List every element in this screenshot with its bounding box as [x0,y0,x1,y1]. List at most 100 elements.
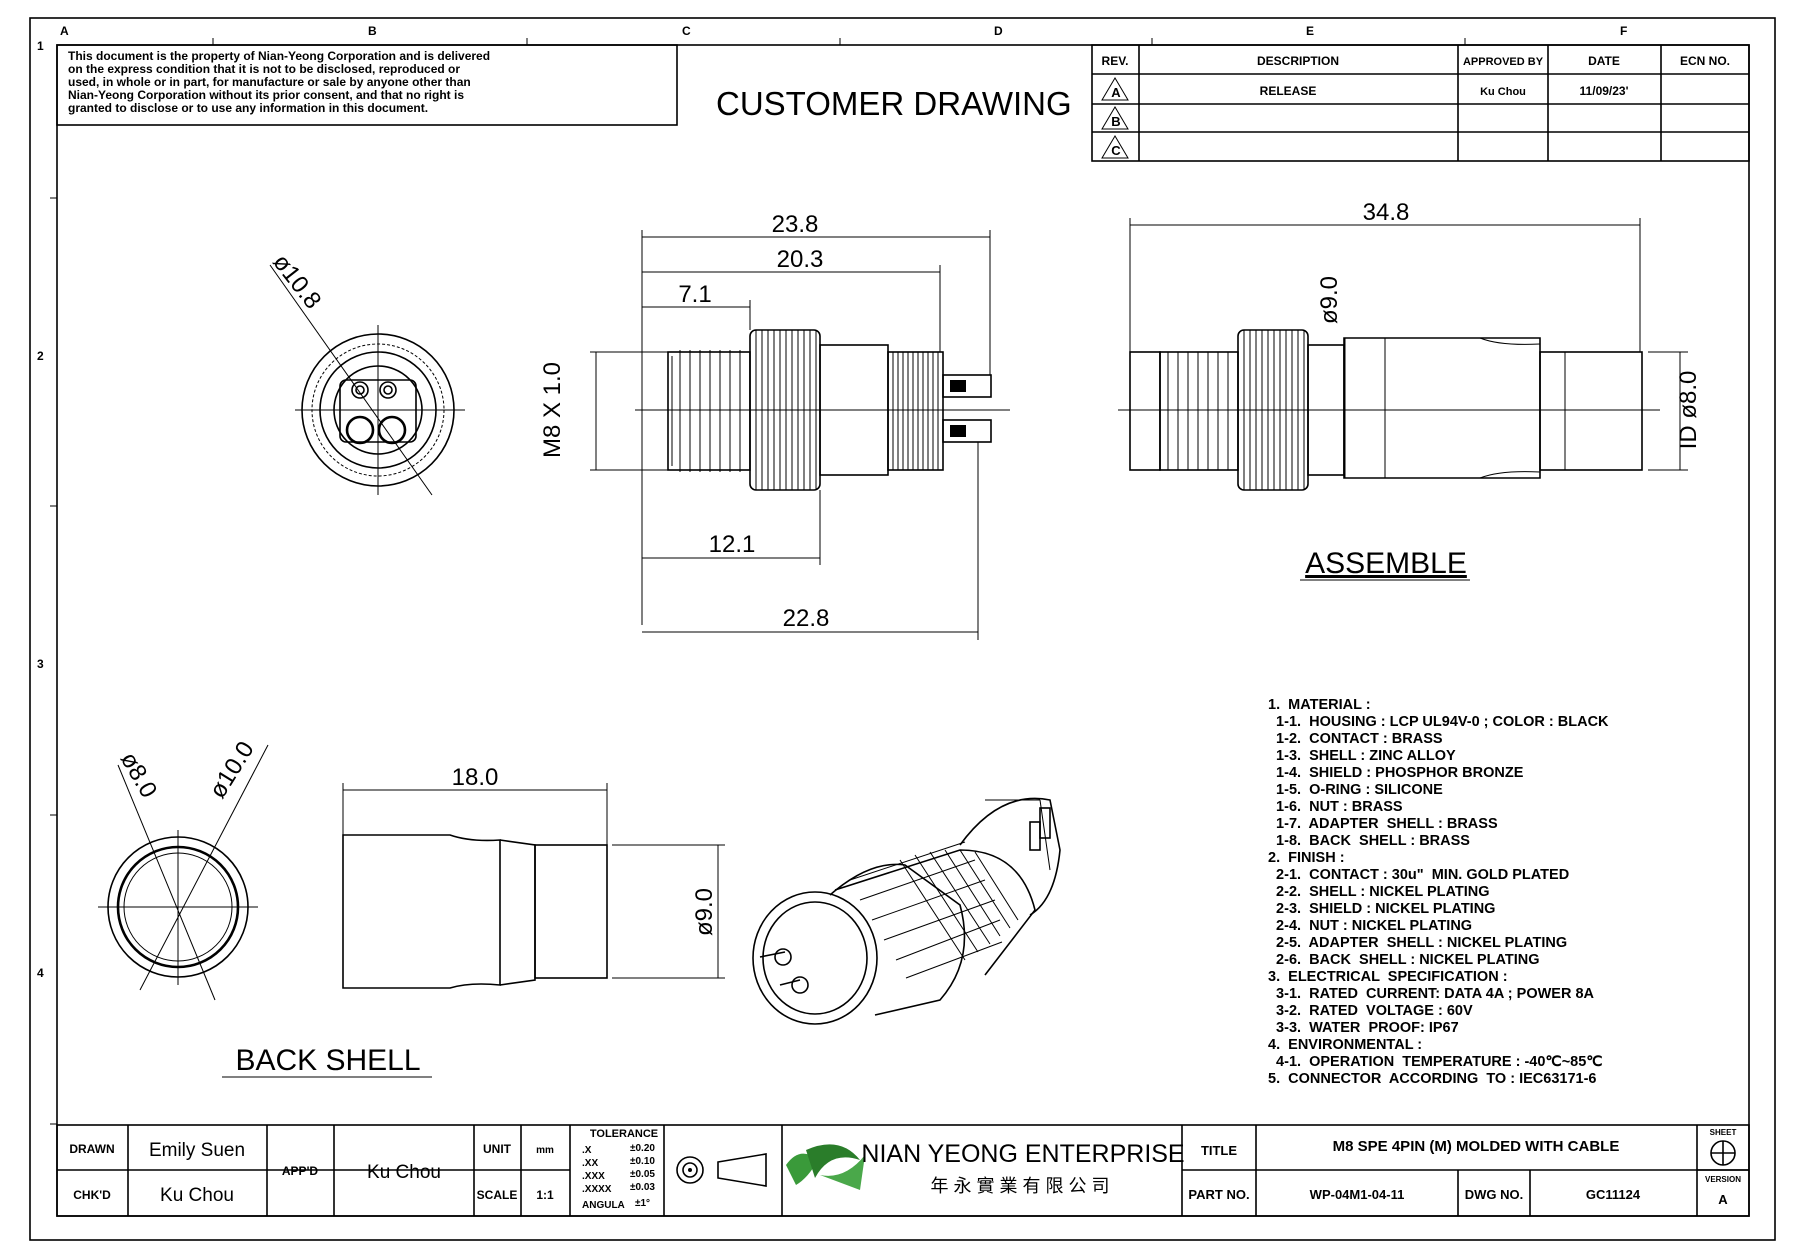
zone-letter-a: A [60,24,69,38]
spec-line-5: 1-4. SHIELD : PHOSPHOR BRONZE [1268,765,1524,781]
spec-line-4: 1-3. SHELL : ZINC ALLOY [1268,748,1456,764]
notice-line-3: used, in whole or in part, for manufactu… [68,75,471,89]
spec-line-16: 2-6. BACK SHELL : NICKEL PLATING [1268,952,1540,968]
drawing-title: CUSTOMER DRAWING [716,85,1072,122]
drawn-label: DRAWN [69,1142,114,1156]
dim-assemble-id: ID ø8.0 [1675,371,1702,450]
ecn-header: ECN NO. [1680,54,1730,68]
connector-isometric-view [752,797,1061,1025]
rev-c-letter: C [1111,143,1121,158]
dim-thread: M8 X 1.0 [539,362,566,458]
dim-back-outer: ø10.0 [204,737,259,803]
zone-letter-e: E [1306,24,1314,38]
tolerance-key-5: ANGULA [582,1200,625,1211]
notice-line-1: This document is the property of Nian-Ye… [68,49,490,63]
zone-number-4: 4 [37,966,44,980]
assemble-view [1118,218,1688,491]
scale-value: 1:1 [536,1188,554,1202]
spec-line-11: 2-1. CONTACT : 30u" MIN. GOLD PLATED [1268,867,1569,883]
drawn-value: Emily Suen [149,1140,245,1161]
notice-text: This document is the property of Nian-Ye… [68,49,490,115]
notice-line-5: granted to disclose or to use any inform… [68,101,428,115]
dim-front-diameter: ø10.8 [267,249,326,314]
rev-a-date: 11/09/23' [1580,84,1629,98]
front-end-view [269,264,465,496]
dim-assemble-length: 34.8 [1363,199,1410,226]
company-logo-icon [786,1144,865,1190]
assemble-label: ASSEMBLE [1305,547,1467,580]
inner-border [56,44,1750,1217]
spec-line-13: 2-3. SHIELD : NICKEL PLATING [1268,901,1495,917]
spec-line-20: 3-3. WATER PROOF: IP67 [1268,1020,1459,1036]
rev-b-letter: B [1111,114,1120,129]
dwg-no-value: GC11124 [1586,1187,1641,1202]
back-shell-end-view [98,744,269,1001]
tolerance-key-3: .XXX [582,1171,605,1182]
dim-length-20-3: 20.3 [777,246,824,273]
date-header: DATE [1588,54,1620,68]
zone-letter-c: C [682,24,691,38]
spec-line-9: 1-8. BACK SHELL : BRASS [1268,833,1470,849]
spec-line-19: 3-2. RATED VOLTAGE : 60V [1268,1003,1473,1019]
dwg-no-label: DWG NO. [1465,1187,1524,1202]
dim-back-diameter: ø9.0 [691,888,718,936]
spec-line-17: 3. ELECTRICAL SPECIFICATION : [1268,969,1508,985]
zone-number-3: 3 [37,657,44,671]
zone-number-2: 2 [37,349,44,363]
dim-length-12-1: 12.1 [709,531,756,558]
rev-a-approved: Ku Chou [1480,86,1526,98]
part-no-label: PART NO. [1188,1187,1249,1202]
spec-line-22: 4-1. OPERATION TEMPERATURE : -40℃~85℃ [1268,1054,1603,1070]
side-view [590,230,1010,640]
notice-line-2: on the express condition that it is not … [68,62,460,76]
version-value: A [1718,1192,1728,1207]
outer-border [29,17,1776,1241]
spec-line-2: 1-1. HOUSING : LCP UL94V-0 ; COLOR : BLA… [1268,714,1609,730]
rev-a-description: RELEASE [1260,84,1317,98]
spec-line-12: 2-2. SHELL : NICKEL PLATING [1268,884,1490,900]
chkd-value: Ku Chou [160,1185,234,1206]
tolerance-key-4: .XXXX [582,1184,612,1195]
spec-line-1: 1. MATERIAL : [1268,697,1371,713]
tolerance-key-2: .XX [582,1158,598,1169]
tolerance-title: TOLERANCE [590,1128,658,1140]
title-value: M8 SPE 4PIN (M) MOLDED WITH CABLE [1333,1138,1620,1155]
version-label: VERSION [1705,1175,1741,1184]
tolerance-val-2: ±0.10 [630,1156,655,1167]
zone-letter-b: B [368,24,377,38]
dim-assemble-diameter: ø9.0 [1316,276,1343,324]
back-shell-label: BACK SHELL [235,1044,420,1077]
unit-value: mm [536,1145,554,1156]
tolerance-val-3: ±0.05 [630,1169,655,1180]
tolerance-val-1: ±0.20 [630,1143,655,1154]
spec-line-7: 1-6. NUT : BRASS [1268,799,1403,815]
notice-box [56,44,678,126]
spec-line-10: 2. FINISH : [1268,850,1345,866]
spec-line-18: 3-1. RATED CURRENT: DATA 4A ; POWER 8A [1268,986,1595,1002]
sheet-symbol-icon [1710,1140,1736,1166]
appd-value: Ku Chou [367,1162,441,1183]
spec-line-23: 5. CONNECTOR ACCORDING TO : IEC63171-6 [1268,1071,1596,1087]
spec-line-14: 2-4. NUT : NICKEL PLATING [1268,918,1472,934]
revision-table: REV. DESCRIPTION APPROVED BY DATE ECN NO… [1091,44,1750,162]
scale-label: SCALE [477,1188,518,1202]
company-chinese: 年 永 實 業 有 限 公 司 [930,1176,1109,1196]
projection-symbol-icon [676,1153,767,1187]
spec-notes: 1. MATERIAL : 1-1. HOUSING : LCP UL94V-0… [1268,697,1609,1087]
notice-line-4: Nian-Yeong Corporation without its prior… [68,88,464,102]
zone-letter-f: F [1620,24,1627,38]
spec-line-8: 1-7. ADAPTER SHELL : BRASS [1268,816,1498,832]
back-shell-side-view [342,783,725,989]
rev-a-letter: A [1111,85,1121,100]
spec-line-15: 2-5. ADAPTER SHELL : NICKEL PLATING [1268,935,1567,951]
spec-line-3: 1-2. CONTACT : BRASS [1268,731,1443,747]
spec-line-21: 4. ENVIRONMENTAL : [1268,1037,1422,1053]
part-no-value: WP-04M1-04-11 [1310,1187,1405,1202]
description-header: DESCRIPTION [1257,54,1339,68]
appd-label: APP'D [282,1164,319,1178]
zone-number-1: 1 [37,39,44,53]
tolerance-val-4: ±0.03 [630,1182,655,1193]
dim-length-22-8: 22.8 [783,605,830,632]
sheet-label: SHEET [1710,1128,1737,1137]
